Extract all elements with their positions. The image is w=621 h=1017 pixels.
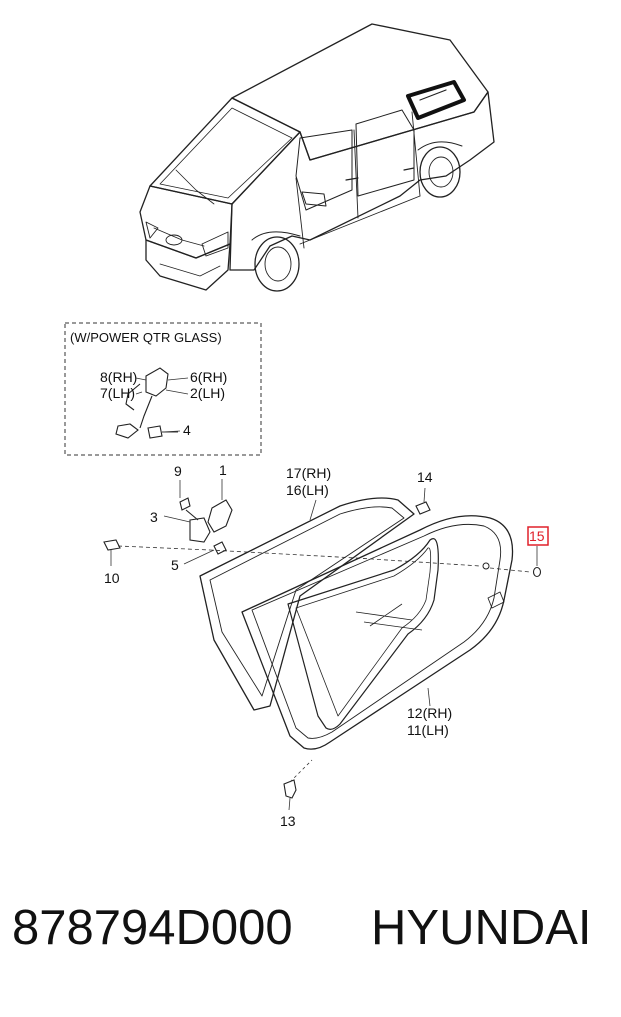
brand-name: HYUNDAI [371, 901, 592, 955]
callout-7: 7(LH) [100, 385, 135, 401]
callout-15-highlight[interactable]: 15 [527, 526, 549, 546]
parts-diagram: (W/POWER QTR GLASS) 8(RH) 7(LH) 6(RH) 2(… [64, 23, 549, 829]
callout-5: 5 [171, 557, 179, 573]
callout-1: 1 [219, 462, 227, 478]
latch-hardware [103, 497, 233, 555]
callout-6: 6(RH) [190, 369, 227, 385]
inset-title: (W/POWER QTR GLASS) [70, 330, 222, 345]
callout-17: 17(RH) [286, 465, 331, 481]
minivan-illustration [139, 23, 495, 292]
footer-caption: 878794D000 HYUNDAI [0, 900, 621, 980]
callout-2: 2(LH) [190, 385, 225, 401]
part-number: 878794D000 [12, 901, 293, 955]
callout-14: 14 [417, 469, 433, 485]
quarter-glass-assembly [241, 515, 514, 750]
inset-leader-lines [135, 377, 189, 433]
callout-12: 12(RH) [407, 705, 452, 721]
callout-15: 15 [529, 528, 545, 544]
callout-3: 3 [150, 509, 158, 525]
callout-9: 9 [174, 463, 182, 479]
glass-seal-frame [199, 497, 415, 711]
callout-13: 13 [280, 813, 296, 829]
hardware-leader-lines [110, 479, 531, 573]
callout-10: 10 [104, 570, 120, 586]
callout-16: 16(LH) [286, 482, 329, 498]
power-actuator-drawing [115, 367, 178, 439]
small-parts [283, 501, 542, 799]
power-qtr-glass-inset: (W/POWER QTR GLASS) 8(RH) 7(LH) 6(RH) 2(… [64, 322, 262, 456]
callout-4: 4 [183, 422, 191, 438]
callout-8: 8(RH) [100, 369, 137, 385]
callout-11: 11(LH) [407, 722, 449, 738]
